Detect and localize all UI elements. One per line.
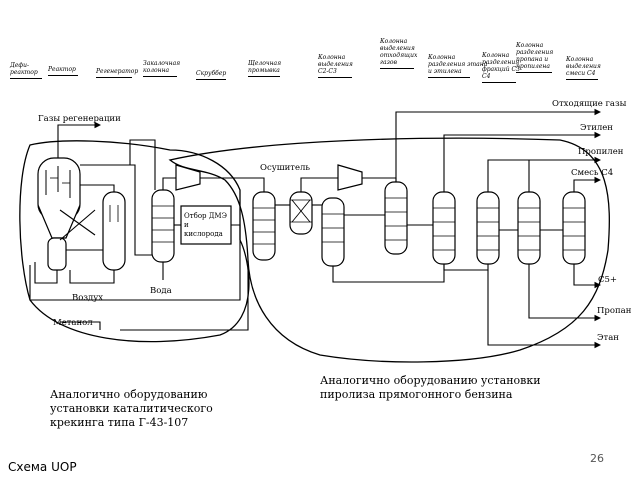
label-c5-plus: С5+ <box>598 275 618 285</box>
hdr-quench: Закалочная колонна <box>143 60 180 77</box>
hdr-deethanizer-underline <box>10 78 42 79</box>
column-c3-fraction <box>476 191 500 265</box>
label-dryer: Осушитель <box>260 163 311 173</box>
hdr-c3-fraction-underline <box>482 82 516 83</box>
right-group-boundary <box>168 137 610 363</box>
hdr-offgas-col-underline <box>380 68 414 69</box>
label-c4-mix: Смесь С4 <box>571 168 614 178</box>
footer-title: Схема UOP <box>8 460 77 474</box>
compressor-2 <box>337 164 363 191</box>
label-regen-gases: Газы регенерации <box>38 114 121 124</box>
note-left: Аналогично оборудованию установки катали… <box>50 388 213 429</box>
reactor-vessel <box>37 157 81 271</box>
hdr-c2c3-col: Колонна выделения С2-С3 <box>318 54 353 78</box>
dme-box <box>180 205 232 245</box>
label-ethane: Этан <box>597 333 619 343</box>
left-group-boundary <box>19 140 250 343</box>
hdr-c4-mix-underline <box>566 79 598 80</box>
label-propylene: Пропилен <box>578 147 624 157</box>
column-propane-propylene <box>517 191 541 265</box>
column-c4-mix <box>562 191 586 265</box>
label-methanol: Метанол <box>53 318 93 328</box>
regenerator-vessel <box>102 191 126 271</box>
label-air: Воздух <box>72 293 104 303</box>
hdr-regenerator: Регенератор <box>96 68 138 78</box>
page-number: 26 <box>590 452 604 465</box>
hdr-ethane-ethylene: Колонна разделения этана и этилена <box>428 54 487 78</box>
hdr-c3-fraction: Колонна разделения фракций С3- С4 <box>482 52 522 83</box>
label-dme-box: Отбор ДМЭ и кислорода <box>184 212 227 238</box>
hdr-propane-propylene: Колонна разделения пропана и пропилена <box>516 42 553 73</box>
scrubber-column <box>252 191 276 261</box>
hdr-ethane-ethylene-underline <box>428 77 470 78</box>
hdr-quench-underline <box>143 76 177 77</box>
column-c2c3 <box>321 197 345 267</box>
dryer-vessel <box>289 191 313 235</box>
hdr-c2c3-col-underline <box>318 77 352 78</box>
hdr-deethanizer: Дефи- реактор <box>10 62 42 79</box>
label-water: Вода <box>150 286 172 296</box>
hdr-reactor-underline <box>48 75 78 76</box>
piping <box>29 108 602 349</box>
compressor-1 <box>175 164 201 191</box>
note-right: Аналогично оборудованию установки пироли… <box>320 374 541 401</box>
hdr-reactor: Реактор <box>48 66 78 76</box>
label-propane: Пропан <box>597 306 632 316</box>
hdr-offgas-col: Колонна выделения отходящих газов <box>380 38 417 69</box>
label-ethylene: Этилен <box>580 123 613 133</box>
hdr-scrubber: Скруббер <box>196 70 226 80</box>
hdr-scrubber-underline <box>196 79 226 80</box>
column-offgas <box>384 181 408 255</box>
label-offgas: Отходящие газы <box>552 99 627 109</box>
quench-column <box>151 189 175 263</box>
hdr-alkali-wash-underline <box>248 76 280 77</box>
column-ethane-ethylene <box>432 191 456 265</box>
hdr-regenerator-underline <box>96 77 132 78</box>
hdr-c4-mix: Колонна выделения смеси С4 <box>566 56 601 80</box>
hdr-alkali-wash: Щелочная промывка <box>248 60 281 77</box>
hdr-propane-propylene-underline <box>516 72 552 73</box>
